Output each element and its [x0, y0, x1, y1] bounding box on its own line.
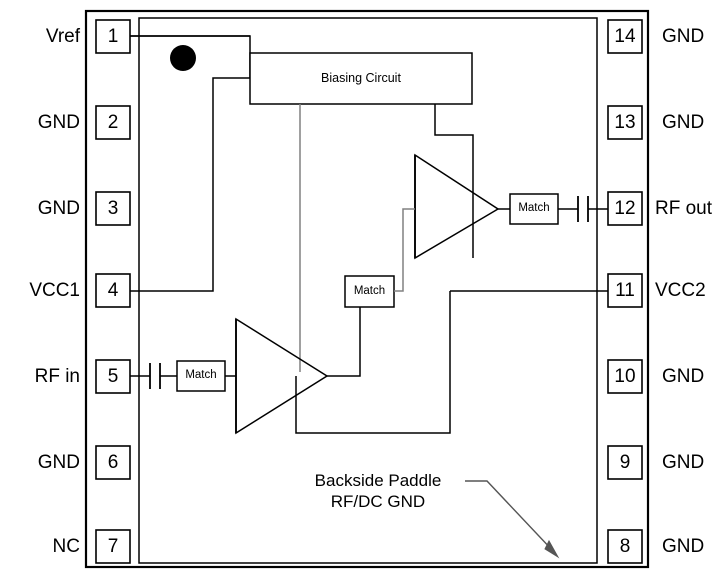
pin-box-14[interactable] — [607, 19, 643, 54]
pin-label-left-5: RF in — [34, 366, 80, 387]
match-label-interstage: Match — [353, 285, 386, 297]
pin-number-8: 8 — [619, 536, 631, 557]
pin-label-right-9: GND — [662, 452, 705, 473]
pin-label-left-7: NC — [52, 536, 80, 557]
pin-box-5[interactable] — [95, 359, 131, 394]
pin-number-12: 12 — [614, 198, 636, 219]
paddle-leader-line — [465, 480, 555, 553]
pin-label-right-8: GND — [662, 536, 705, 557]
pin-number-5: 5 — [107, 366, 119, 387]
pin-label-right-14: GND — [662, 26, 705, 47]
pin-box-8[interactable] — [607, 529, 643, 564]
pin-label-left-4: VCC1 — [29, 280, 80, 301]
pin-box-6[interactable] — [95, 445, 131, 480]
paddle-leader-arrowhead — [544, 539, 560, 559]
pin-number-9: 9 — [619, 452, 631, 473]
pin-number-13: 13 — [614, 112, 636, 133]
pin-label-right-13: GND — [662, 112, 705, 133]
wire-vcc1-to-bias — [130, 77, 250, 292]
pin-label-right-12: RF out — [655, 198, 713, 219]
match-label-input: Match — [185, 369, 217, 381]
backside-paddle-line-2: RF/DC GND — [330, 492, 426, 512]
pin-number-1: 1 — [107, 26, 119, 47]
pin-number-2: 2 — [107, 112, 119, 133]
pin-number-7: 7 — [107, 536, 119, 557]
pin-box-2[interactable] — [95, 105, 131, 140]
pin-label-left-1: Vref — [45, 26, 80, 47]
pin-label-right-11: VCC2 — [655, 280, 706, 301]
pin-box-10[interactable] — [607, 359, 643, 394]
pin-1-orientation-dot — [170, 45, 196, 71]
pin-number-6: 6 — [107, 452, 119, 473]
pin-box-4[interactable] — [95, 273, 131, 308]
pin-label-left-2: GND — [37, 112, 80, 133]
match-block-interstage[interactable] — [344, 275, 395, 308]
pin-number-3: 3 — [107, 198, 119, 219]
pin-label-right-10: GND — [662, 366, 705, 387]
pin-box-3[interactable] — [95, 191, 131, 226]
biasing-circuit-label: Biasing Circuit — [321, 71, 401, 85]
pin-number-10: 10 — [614, 366, 636, 387]
pin-label-left-6: GND — [37, 452, 80, 473]
pin-number-14: 14 — [614, 26, 636, 47]
biasing-circuit-block[interactable] — [249, 52, 473, 105]
wire-match-mid-to-amp2 — [394, 208, 415, 292]
pin-box-group-right — [607, 19, 643, 564]
pin-box-12[interactable] — [607, 191, 643, 226]
wire-amp1-return-rail — [295, 291, 451, 434]
pin-label-left-3: GND — [37, 198, 80, 219]
pin-number-11: 11 — [615, 280, 635, 301]
pin-box-9[interactable] — [607, 445, 643, 480]
pin-box-13[interactable] — [607, 105, 643, 140]
backside-paddle-line-1: Backside Paddle — [314, 471, 442, 490]
match-block-output[interactable] — [509, 193, 559, 225]
pin-box-1[interactable] — [95, 19, 131, 54]
pin-box-7[interactable] — [95, 529, 131, 564]
pin-box-group-left — [95, 19, 131, 564]
backside-paddle-annotation: Backside Paddle RF/DC GND — [288, 470, 468, 513]
pin-number-4: 4 — [107, 280, 119, 301]
wire-bias-to-amp2 — [434, 104, 474, 258]
match-label-output: Match — [518, 202, 550, 214]
